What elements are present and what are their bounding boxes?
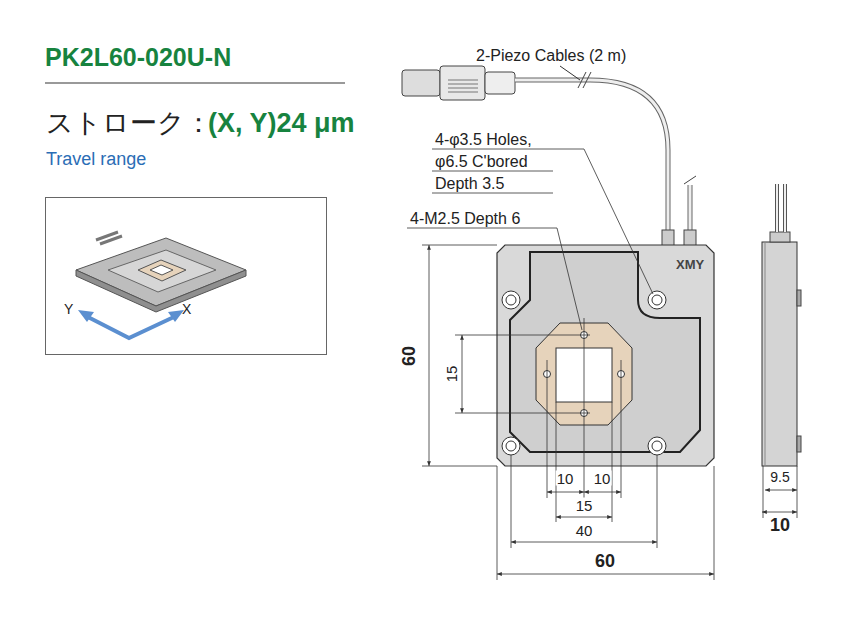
cable-note: 2-Piezo Cables (2 m) — [475, 48, 627, 64]
stage-side-view — [762, 184, 801, 466]
hole-note: 4-φ3.5 Holes, — [434, 132, 533, 148]
axis-label: X — [182, 302, 191, 316]
travel-range-label: Travel range — [45, 150, 147, 168]
stage-front-view — [497, 245, 714, 466]
dimension: 9.5 — [769, 470, 790, 484]
stroke-value: (X, Y)24 μm — [207, 110, 356, 137]
inset-illustration-frame: YX — [45, 197, 327, 355]
stage-illustration — [46, 198, 326, 354]
hole-note: Depth 3.5 — [434, 176, 505, 192]
piezo-cables — [402, 66, 696, 246]
dimension: 60 — [594, 552, 616, 570]
brand-logo: XMY — [675, 258, 705, 271]
dimension: 15 — [444, 365, 459, 384]
dimension: 10 — [769, 516, 791, 534]
model-title: PK2L60-020U-N — [45, 45, 231, 70]
dimension-lines — [407, 149, 797, 580]
dimension: 10 — [556, 471, 575, 486]
axis-label: Y — [64, 302, 73, 316]
dimension: 10 — [593, 471, 612, 486]
hole-note: φ6.5 C'bored — [434, 154, 529, 170]
title-rule — [45, 82, 345, 84]
dimension: 60 — [400, 345, 418, 367]
dimension: 40 — [575, 523, 594, 538]
tap-note: 4-M2.5 Depth 6 — [409, 211, 521, 227]
dimension: 15 — [575, 498, 594, 513]
stroke-label: ストローク： — [45, 110, 213, 137]
